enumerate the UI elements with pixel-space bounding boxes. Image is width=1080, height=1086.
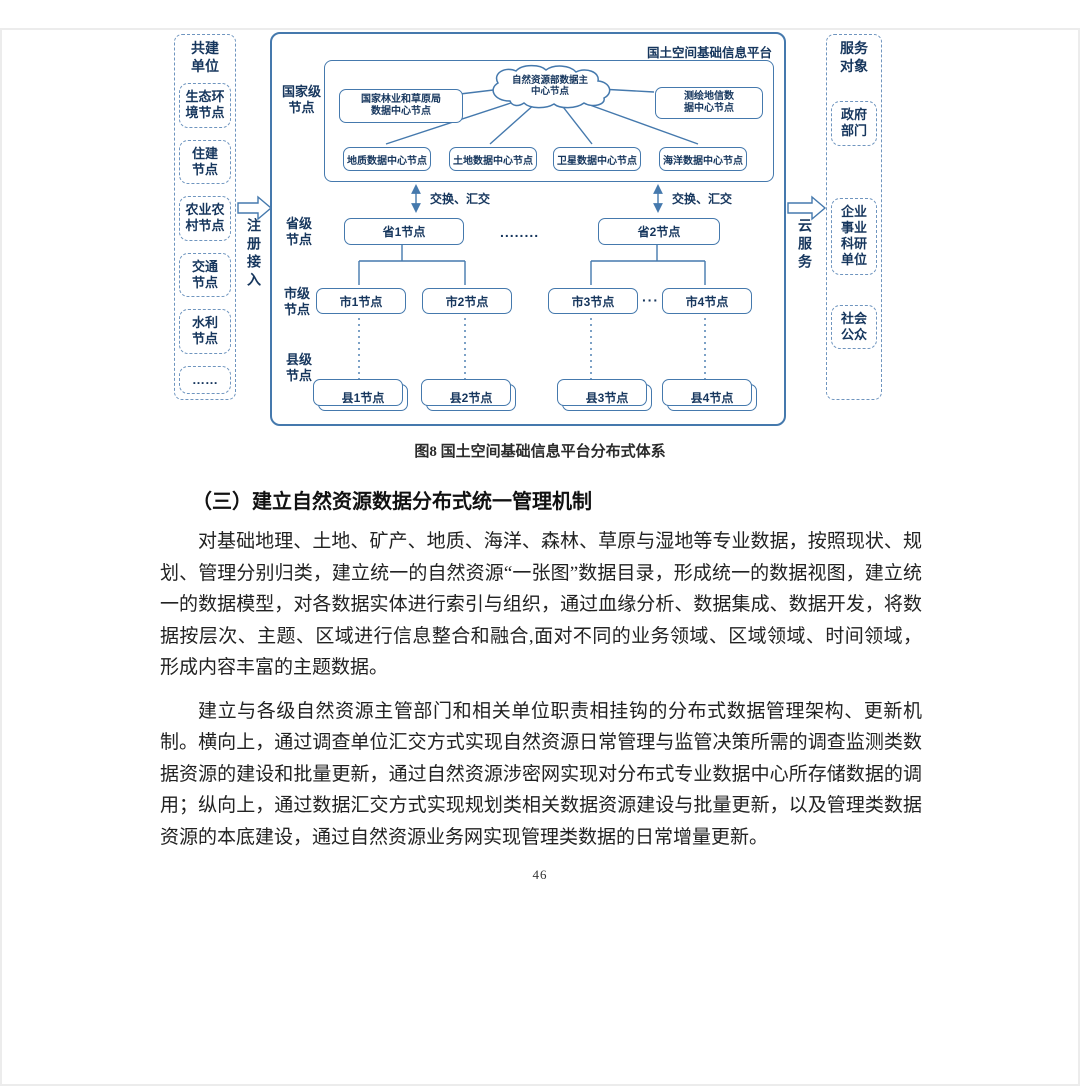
main-center-node: 自然资源部数据主中心节点	[511, 74, 588, 97]
co-build-unit-node: 水利节点	[179, 309, 231, 354]
figure-8-diagram: 共建单位 生态环境节点 住建节点 农业农村节点 交通节点 水利节点 …… 注册接…	[168, 28, 884, 430]
province-ellipsis: ........	[500, 224, 540, 240]
county-level-label: 县级节点	[286, 352, 313, 384]
co-build-unit-more: ……	[179, 365, 231, 394]
co-build-unit-node: 农业农村节点	[179, 196, 231, 241]
co-build-units-title: 共建单位	[191, 40, 219, 74]
geology-data-center-node: 地质数据中心节点	[343, 147, 431, 171]
page-number: 46	[532, 867, 548, 882]
co-build-units-panel: 共建单位 生态环境节点 住建节点 农业农村节点 交通节点 水利节点 ……	[174, 34, 236, 400]
service-objects-title: 服务对象	[840, 40, 868, 74]
service-object-node: 社会公众	[831, 304, 877, 349]
platform-title: 国土空间基础信息平台	[646, 46, 772, 60]
cloud-service-arrow-icon	[787, 195, 827, 221]
cloud-shape	[492, 64, 611, 109]
province-node: 省2节点	[598, 218, 720, 245]
section-heading: （三）建立自然资源数据分布式统一管理机制	[192, 491, 592, 513]
platform-main-box: 国土空间基础信息平台 国家级节点 自然资源部数据主中心节点 国家林业和草原局数据…	[270, 32, 786, 426]
exchange-label: 交换、汇交	[672, 192, 733, 206]
register-arrow-icon	[237, 195, 273, 221]
register-access-label: 注册接入	[246, 218, 262, 290]
land-data-center-node: 土地数据中心节点	[449, 147, 537, 171]
city-node: 市2节点	[422, 288, 512, 314]
county-node: 县2节点	[421, 379, 516, 411]
national-level-label: 国家级节点	[282, 84, 322, 116]
city-node: 市1节点	[316, 288, 406, 314]
national-level-box: 自然资源部数据主中心节点 国家林业和草原局数据中心节点 测绘地信数据中心节点 地…	[324, 60, 774, 182]
co-build-unit-node: 生态环境节点	[179, 83, 231, 128]
surveying-data-center-node: 测绘地信数据中心节点	[655, 87, 763, 119]
service-object-node: 企业事业科研单位	[831, 197, 877, 275]
city-node: 市3节点	[548, 288, 638, 314]
co-build-unit-node: 交通节点	[179, 252, 231, 297]
province1-tree-lines	[358, 243, 466, 285]
cloud-icon: 自然资源部数据主中心节点	[480, 63, 620, 109]
service-object-node: 政府部门	[831, 101, 877, 146]
province-node: 省1节点	[344, 218, 464, 245]
city-node: 市4节点	[662, 288, 752, 314]
figure-caption: 图8 国土空间基础信息平台分布式体系	[414, 444, 666, 460]
province2-tree-lines	[590, 243, 706, 285]
ocean-data-center-node: 海洋数据中心节点	[659, 147, 747, 171]
satellite-data-center-node: 卫星数据中心节点	[553, 147, 641, 171]
province-level-label: 省级节点	[286, 216, 313, 248]
service-objects-panel: 服务对象 政府部门 企业事业科研单位 社会公众	[826, 34, 882, 400]
county-node: 县4节点	[662, 379, 757, 411]
cloud-service-label: 云服务	[797, 218, 813, 272]
county-node: 县3节点	[557, 379, 652, 411]
forestry-data-center-node: 国家林业和草原局数据中心节点	[339, 89, 463, 123]
city-ellipsis: ···	[642, 292, 659, 308]
county-node: 县1节点	[313, 379, 408, 411]
city-level-label: 市级节点	[284, 286, 311, 318]
body-paragraph: 建立与各级自然资源主管部门和相关单位职责相挂钩的分布式数据管理架构、更新机制。横…	[160, 700, 922, 848]
body-paragraph: 对基础地理、土地、矿产、地质、海洋、森林、草原与湿地等专业数据，按照现状、规划、…	[160, 531, 922, 678]
co-build-unit-node: 住建节点	[179, 139, 231, 184]
exchange-label: 交换、汇交	[430, 192, 491, 206]
